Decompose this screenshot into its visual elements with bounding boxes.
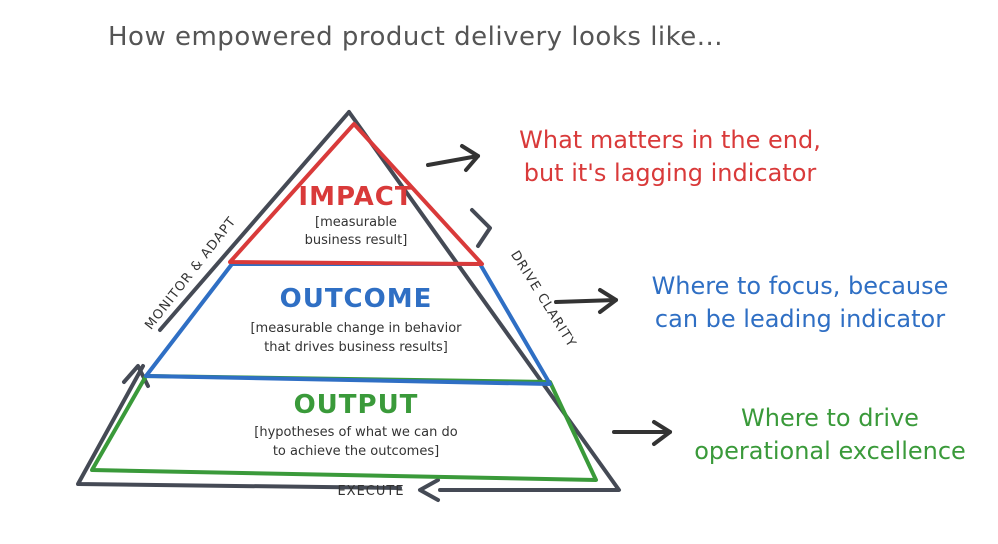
impact-note-arrow bbox=[426, 154, 480, 167]
cycle-bottom-left-edge bbox=[76, 364, 402, 490]
outcome-note-line1: Where to focus, because bbox=[651, 272, 949, 300]
impact-description-line1: [measurable bbox=[315, 215, 397, 230]
diagram-title: How empowered product delivery looks lik… bbox=[108, 22, 724, 52]
arrowhead-drive-clarity bbox=[470, 208, 492, 248]
impact-description-line2: business result] bbox=[304, 233, 408, 248]
output-note-arrowhead bbox=[652, 420, 672, 446]
impact-note: What matters in the end, but it's laggin… bbox=[480, 124, 860, 190]
output-note-line2: operational excellence bbox=[694, 437, 966, 465]
output-note-line1: Where to drive bbox=[741, 404, 919, 432]
cycle-outline bbox=[76, 110, 621, 502]
impact-note-line2: but it's lagging indicator bbox=[523, 159, 817, 187]
cycle-label-execute: EXECUTE bbox=[337, 484, 405, 499]
outcome-note-line2: can be leading indicator bbox=[654, 305, 946, 333]
cycle-left-edge bbox=[158, 110, 351, 332]
output-title: OUTPUT bbox=[293, 390, 419, 420]
impact-layer-shape bbox=[228, 122, 484, 266]
outcome-title: OUTCOME bbox=[279, 284, 433, 314]
impact-note-arrowhead bbox=[460, 144, 480, 172]
arrowhead-execute bbox=[418, 478, 440, 502]
outcome-description-line1: [measurable change in behavior bbox=[250, 321, 462, 336]
output-note: Where to drive operational excellence bbox=[670, 402, 990, 468]
outcome-note: Where to focus, because can be leading i… bbox=[620, 270, 980, 336]
outcome-description-line2: that drives business results] bbox=[264, 340, 448, 355]
cycle-right-edge bbox=[347, 110, 621, 492]
output-description-line2: to achieve the outcomes] bbox=[272, 444, 440, 459]
impact-title: IMPACT bbox=[298, 182, 414, 212]
outcome-note-arrowhead bbox=[598, 288, 618, 314]
output-description-line1: [hypotheses of what we can do bbox=[254, 425, 458, 440]
impact-note-line1: What matters in the end, bbox=[519, 126, 821, 154]
outcome-note-arrow bbox=[554, 298, 618, 304]
